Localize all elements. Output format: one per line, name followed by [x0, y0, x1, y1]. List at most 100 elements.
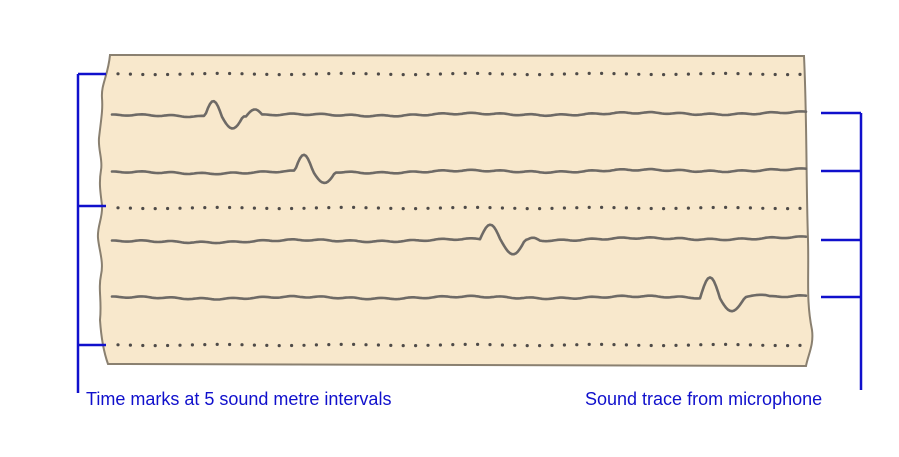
time-mark-dot — [265, 206, 269, 210]
time-mark-dot — [761, 72, 765, 76]
time-mark-dot — [538, 207, 542, 211]
time-mark-dot — [476, 342, 480, 346]
time-mark-dot — [178, 206, 182, 210]
time-mark-dot — [302, 206, 306, 210]
time-mark-dot — [240, 206, 244, 210]
time-mark-dot — [699, 343, 703, 347]
time-mark-dot — [513, 206, 517, 210]
time-mark-dot — [290, 206, 294, 211]
time-mark-dot — [451, 206, 455, 210]
time-mark-dot — [228, 71, 232, 76]
time-mark-dot — [538, 344, 542, 348]
time-mark-dot — [166, 343, 170, 348]
time-mark-dot — [339, 71, 343, 75]
time-mark-dot — [364, 206, 368, 210]
time-mark-dot — [761, 206, 765, 210]
time-mark-dot — [600, 342, 604, 346]
time-mark-dot — [314, 72, 318, 76]
time-mark-dot — [649, 72, 653, 77]
time-mark-dot — [240, 343, 244, 347]
time-mark-dot — [376, 206, 380, 210]
time-mark-row-2 — [116, 205, 802, 211]
time-mark-dot — [662, 73, 666, 77]
time-mark-dot — [798, 343, 802, 347]
time-mark-dot — [525, 344, 529, 348]
time-mark-dot — [166, 72, 170, 77]
sound-trace-1 — [110, 99, 808, 130]
time-mark-dot — [438, 206, 442, 210]
time-mark-dot — [637, 343, 641, 347]
time-mark-dot — [562, 206, 567, 210]
time-mark-dot — [314, 206, 318, 210]
time-mark-dot — [389, 343, 393, 347]
time-mark-dot — [252, 72, 256, 76]
time-mark-dot — [538, 73, 542, 77]
time-mark-dot — [637, 206, 641, 210]
time-mark-dot — [128, 72, 132, 76]
time-mark-dot — [228, 205, 232, 210]
time-mark-dot — [463, 205, 467, 209]
time-mark-dot — [190, 343, 194, 347]
time-mark-dot — [389, 206, 393, 210]
time-mark-dot — [525, 207, 529, 211]
time-mark-dot — [277, 73, 281, 77]
time-mark-dot — [364, 343, 368, 347]
time-mark-dot — [426, 206, 430, 210]
time-mark-dot — [141, 72, 145, 77]
time-mark-dot — [178, 343, 182, 347]
time-mark-dot — [761, 343, 765, 347]
time-mark-dot — [190, 206, 194, 210]
time-mark-dot — [476, 205, 480, 209]
time-mark-dot — [637, 72, 641, 76]
time-mark-dot — [265, 72, 269, 76]
annotation-brackets — [76, 72, 863, 393]
time-mark-dot — [451, 72, 455, 76]
time-mark-dot — [587, 205, 591, 209]
time-mark-dot — [600, 71, 604, 75]
time-mark-dot — [178, 72, 182, 76]
paper-background — [96, 53, 814, 368]
time-mark-dot — [141, 206, 145, 211]
time-mark-dot — [426, 343, 430, 347]
time-mark-dot — [488, 343, 492, 347]
time-mark-dot — [711, 71, 715, 76]
time-mark-dot — [649, 206, 653, 211]
time-mark-dot — [376, 343, 380, 347]
time-mark-dot — [265, 343, 269, 347]
time-mark-dot — [414, 73, 418, 77]
time-mark-dot — [736, 72, 740, 76]
time-mark-dot — [575, 206, 579, 210]
time-mark-dot — [414, 344, 418, 348]
time-mark-dot — [153, 207, 157, 211]
time-mark-dot — [352, 205, 356, 209]
time-mark-dot — [711, 342, 715, 347]
time-mark-dot — [562, 72, 567, 76]
time-mark-dot — [724, 342, 728, 346]
time-mark-dot — [190, 72, 194, 76]
time-mark-dot — [128, 343, 132, 347]
time-mark-dot — [339, 342, 343, 346]
time-mark-dot — [662, 344, 666, 348]
time-mark-dot — [773, 206, 777, 211]
time-mark-dot — [451, 343, 455, 347]
time-mark-dot — [686, 206, 691, 210]
time-mark-dot — [699, 206, 703, 210]
time-mark-dot — [252, 343, 256, 347]
time-mark-dot — [215, 342, 219, 346]
time-mark-dot — [736, 206, 740, 210]
time-mark-dot — [513, 72, 517, 76]
time-mark-dot — [525, 73, 529, 77]
time-mark-rows — [116, 71, 802, 348]
time-mark-dot — [550, 343, 554, 347]
time-mark-dot — [786, 344, 790, 348]
paper-strip — [96, 53, 814, 368]
sound-trace-4 — [110, 276, 808, 313]
time-mark-dot — [116, 72, 120, 76]
time-mark-dot — [624, 72, 629, 76]
time-mark-dot — [773, 72, 777, 77]
sound-trace-2 — [110, 153, 808, 185]
time-mark-dot — [600, 205, 604, 209]
time-mark-dot — [488, 72, 492, 76]
time-mark-dot — [674, 343, 678, 347]
time-mark-dot — [662, 207, 666, 211]
